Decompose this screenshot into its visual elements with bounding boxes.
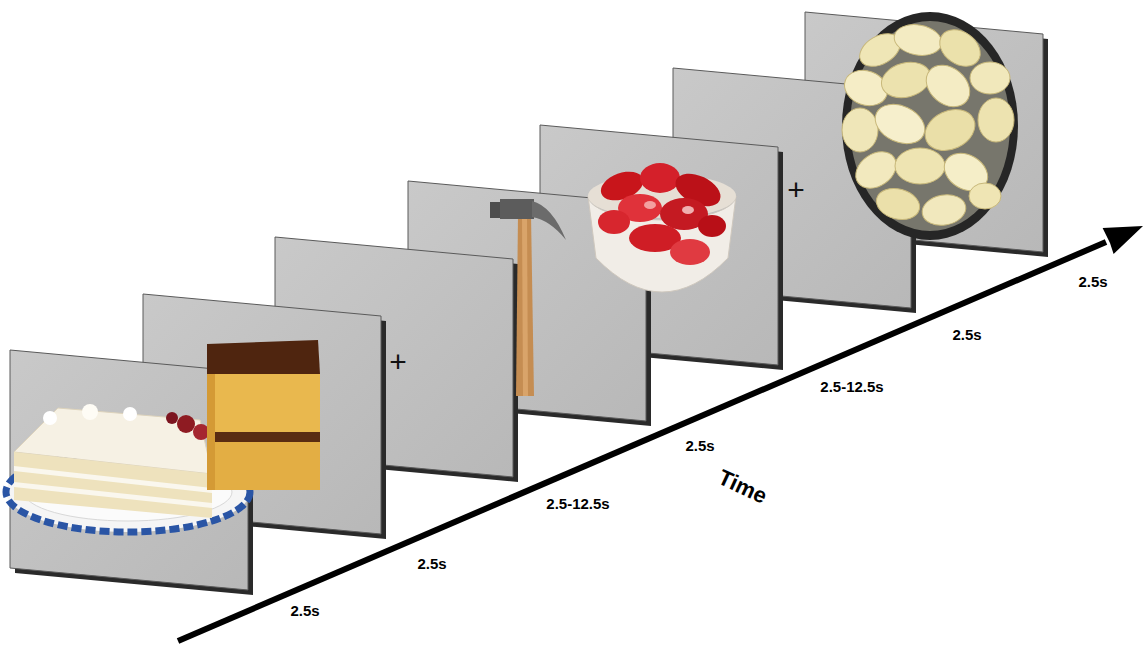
duration-label: 2.5s [417, 556, 446, 573]
fixation-screen: + [383, 345, 413, 379]
duration-label: 2.5-12.5s [546, 496, 609, 513]
time-arrow [178, 226, 1143, 641]
fixation-cross: + [389, 347, 407, 377]
duration-label: 2.5s [290, 603, 319, 620]
strawberries-photo [588, 163, 736, 292]
hammer-photo [490, 199, 566, 396]
duration-label: 2.5s [952, 327, 981, 344]
duration-label: 2.5s [1078, 274, 1107, 291]
fixation-cross: + [787, 175, 805, 205]
axis-label: Time [714, 465, 770, 508]
duration-label: 2.5s [685, 438, 714, 455]
duration-label: 2.5-12.5s [820, 379, 883, 396]
fixation-screen: + [781, 173, 811, 207]
potato-chips-photo [840, 12, 1018, 240]
pound-cake-photo [207, 340, 320, 490]
